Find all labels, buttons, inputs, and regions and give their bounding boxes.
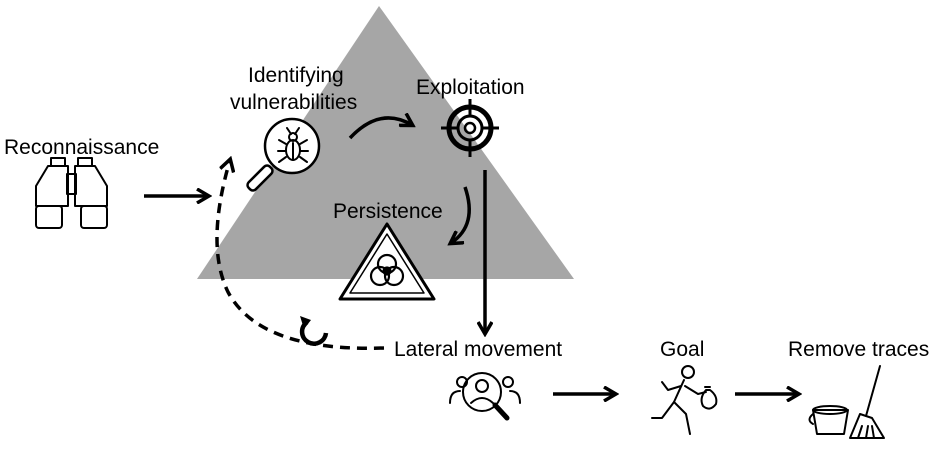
loop-cycle-icon [299, 316, 329, 346]
attack-triangle [197, 6, 574, 279]
target-crosshair-icon [441, 99, 499, 157]
label-lateral-movement: Lateral movement [394, 338, 562, 361]
label-reconnaissance: Reconnaissance [4, 136, 159, 159]
label-exploitation: Exploitation [416, 76, 525, 99]
biohazard-warning-icon [338, 222, 436, 301]
magnifier-bug-icon [246, 117, 321, 192]
running-thief-icon [651, 365, 718, 435]
bucket-broom-icon [808, 365, 885, 439]
label-goal: Goal [660, 338, 704, 361]
user-search-icon [449, 372, 521, 421]
arrow-identify-to-exploit [348, 118, 412, 140]
label-persistence: Persistence [333, 200, 443, 223]
label-identifying-line2: vulnerabilities [230, 91, 357, 114]
arrow-exploit-to-persistence [451, 186, 471, 243]
dashed-arrow-loop-back [215, 160, 385, 350]
binoculars-icon [35, 157, 108, 229]
label-remove-traces: Remove traces [788, 338, 929, 361]
label-identifying-line1: Identifying [248, 64, 344, 87]
